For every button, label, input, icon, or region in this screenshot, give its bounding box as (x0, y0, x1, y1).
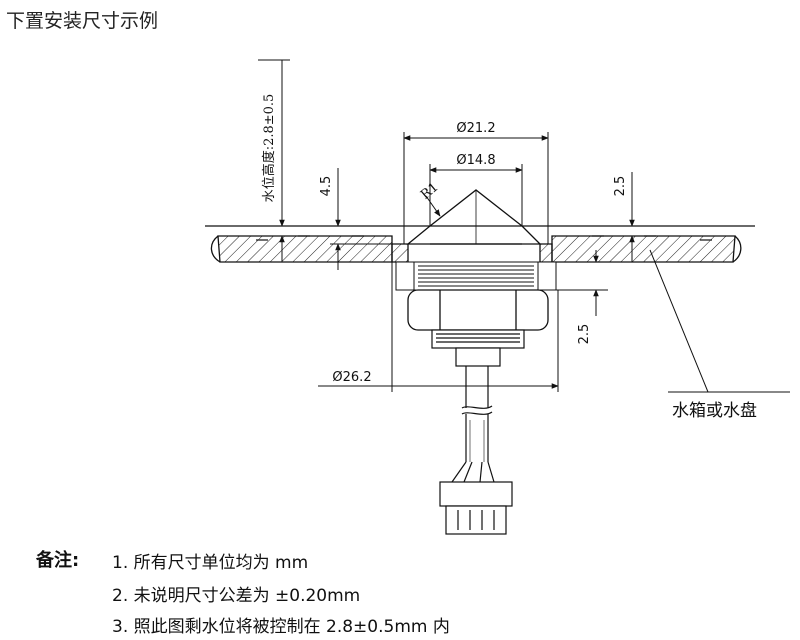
tank-leader (649, 249, 790, 393)
label-d26: Ø26.2 (332, 370, 371, 385)
sensor-cable (451, 366, 495, 483)
sensor-head (406, 189, 542, 245)
label-4-5: 4.5 (319, 176, 334, 197)
dim-r1 (425, 195, 441, 217)
label-2-5-side: 2.5 (577, 324, 592, 345)
dim-d21 (403, 132, 549, 244)
installation-drawing: 水位高度:2.8±0.5 Ø21.2 Ø14.8 R1 4.5 2.5 2.5 … (205, 59, 790, 535)
label-tank: 水箱或水盘 (672, 401, 757, 421)
label-d21: Ø21.2 (456, 121, 495, 136)
label-2-5-top: 2.5 (613, 176, 628, 197)
note-item-3: 3. 照此图剩水位将被控制在 2.8±0.5mm 内 (112, 617, 450, 637)
sensor-lower-body (431, 329, 525, 367)
notes-section: 备注: 1. 所有尺寸单位均为 mm 2. 未说明尺寸公差为 ±0.20mm 3… (0, 540, 800, 640)
label-r1: R1 (418, 180, 441, 203)
dim-d14 (429, 164, 523, 226)
label-d14: Ø14.8 (456, 153, 495, 168)
sensor-thread (395, 261, 557, 291)
dim-water-height (258, 59, 296, 262)
connector (439, 481, 513, 535)
tank-wall (210, 235, 742, 263)
dim-d26 (318, 262, 559, 392)
dim-4-5 (330, 168, 392, 270)
label-water-height: 水位高度:2.8±0.5 (261, 94, 277, 203)
note-item-1: 1. 所有尺寸单位均为 mm (112, 553, 309, 573)
diagram-title: 下置安装尺寸示例 (6, 10, 159, 32)
notes-label: 备注: (36, 550, 80, 571)
note-item-2: 2. 未说明尺寸公差为 ±0.20mm (112, 586, 361, 606)
sensor-nut (407, 289, 549, 331)
dim-2-5-top (552, 172, 642, 262)
